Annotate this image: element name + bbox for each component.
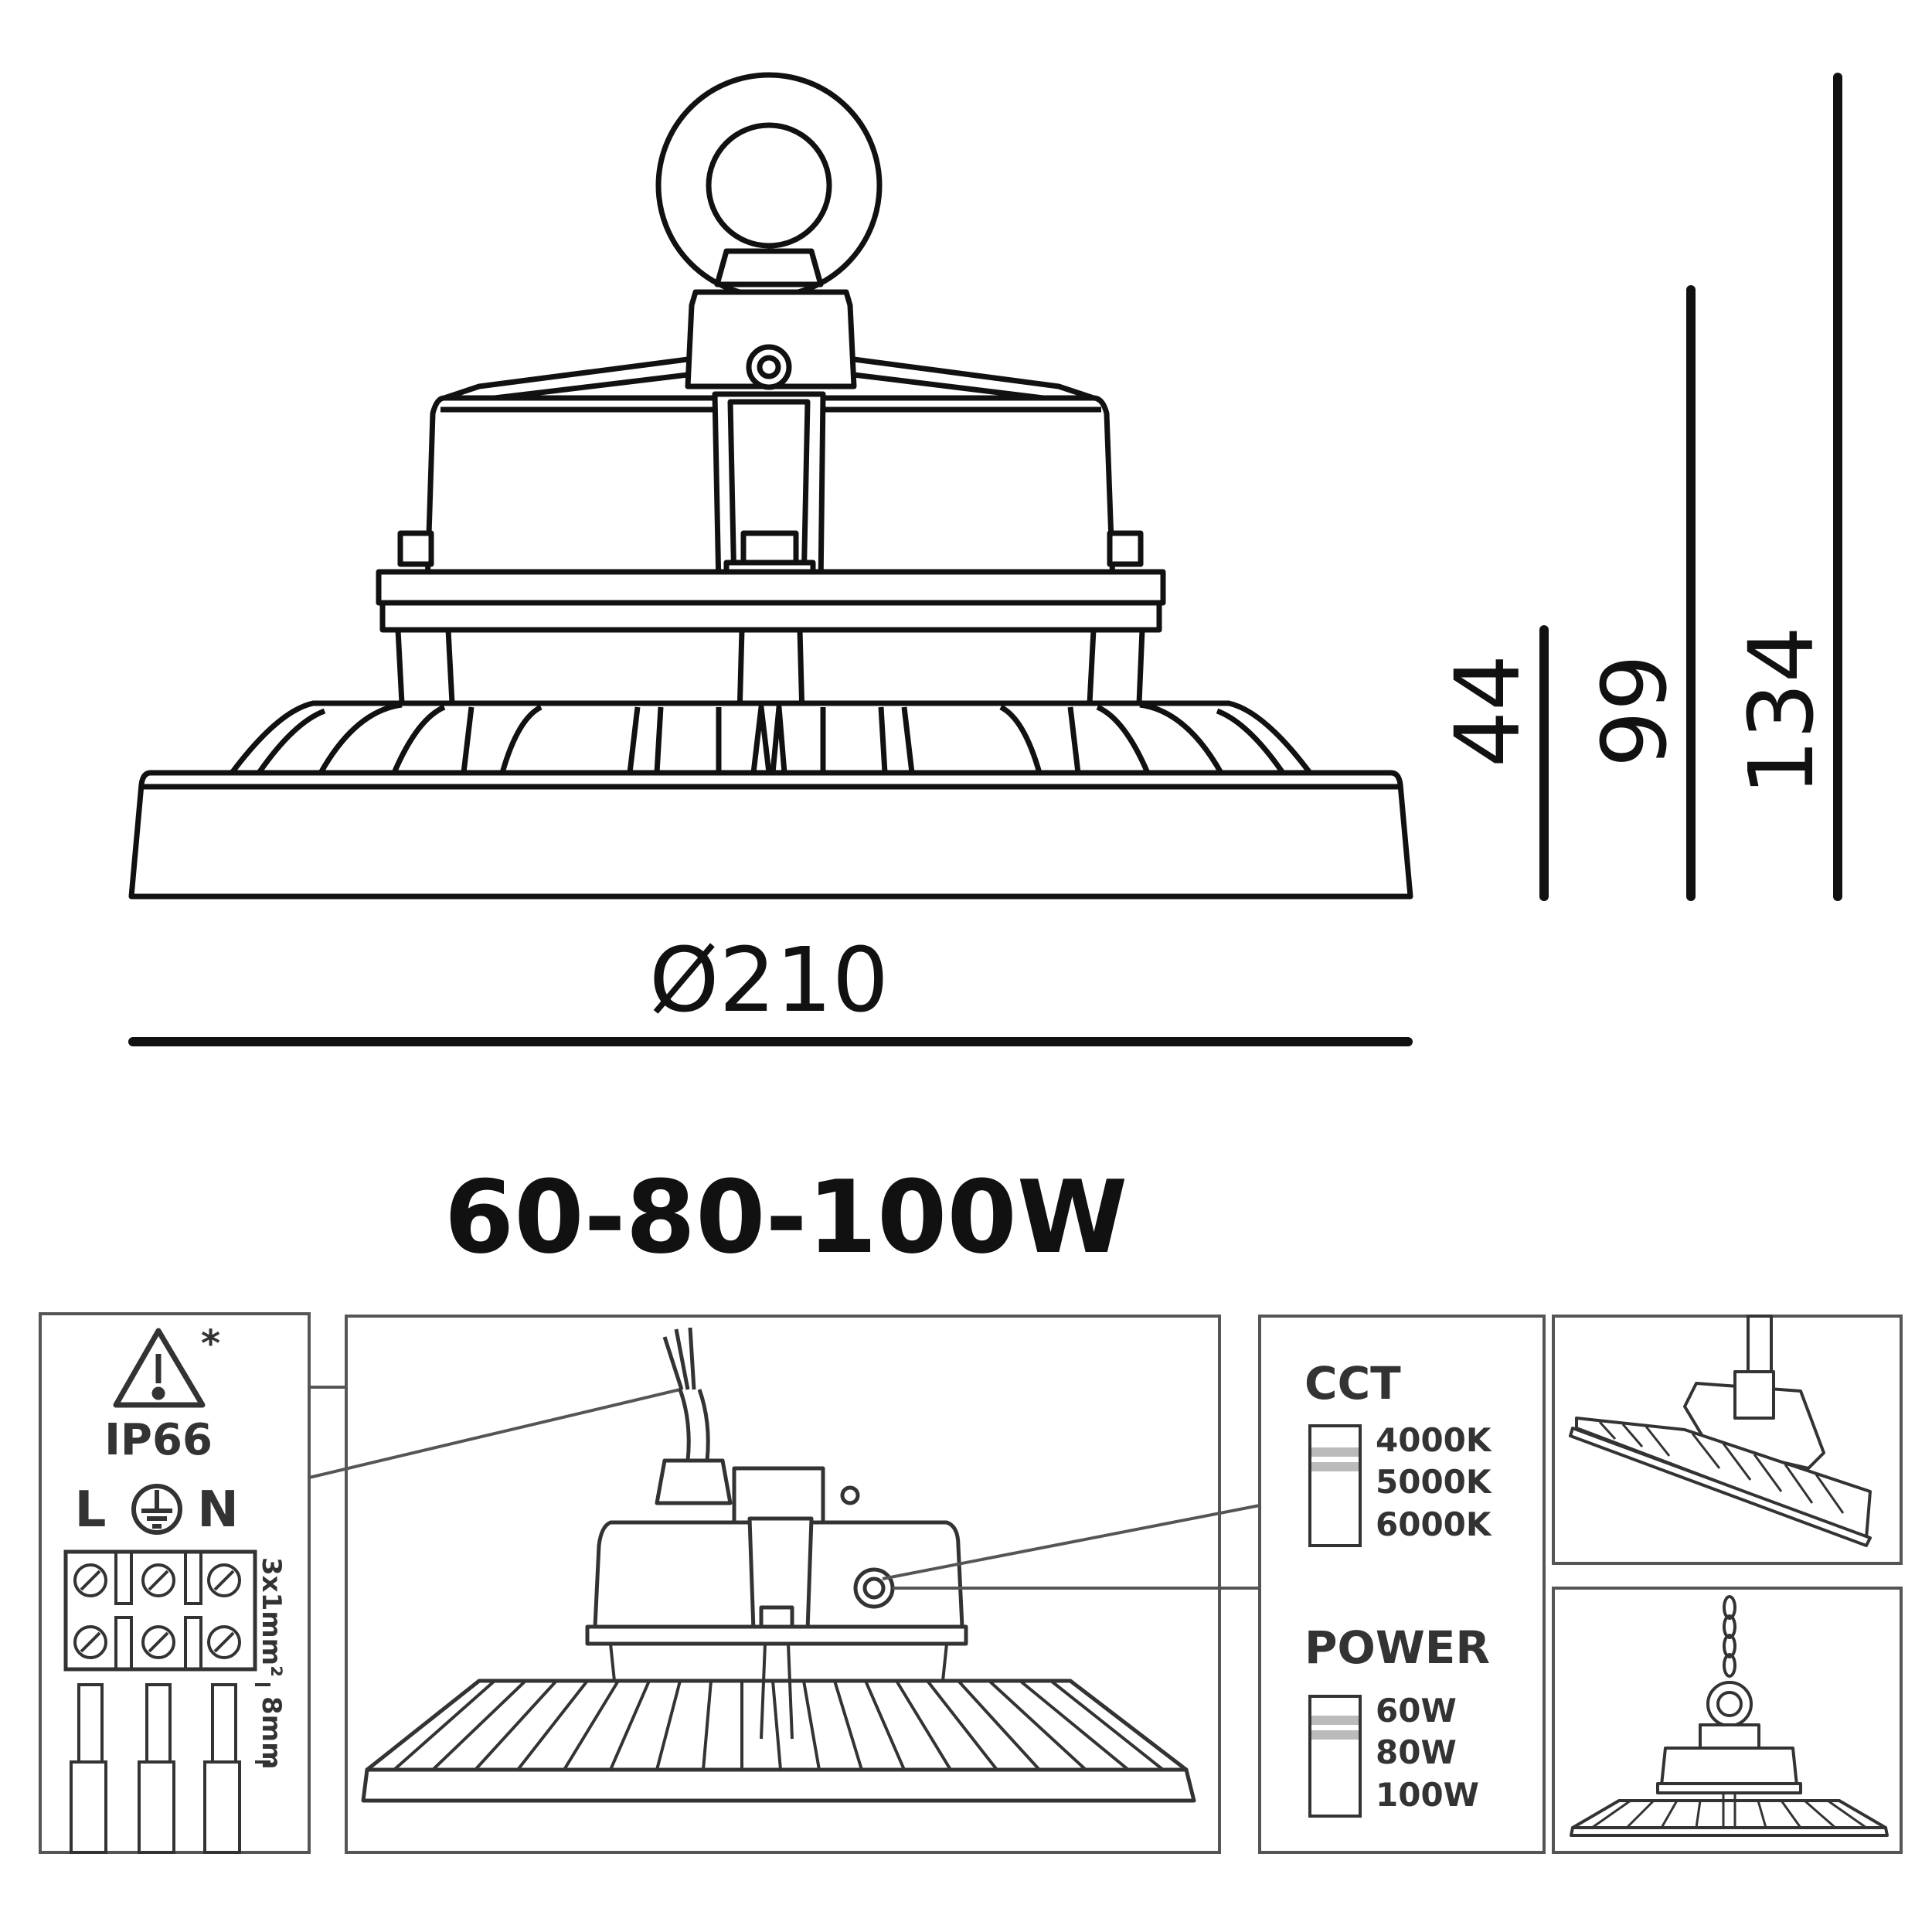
cable-spec: 3x1mm² [256, 1557, 287, 1677]
ground-icon [131, 1484, 182, 1535]
diameter-label: Ø210 [649, 929, 889, 1032]
warning-asterisk: * [201, 1322, 220, 1366]
height-44-label: 44 [1437, 655, 1540, 767]
cct-option-6000k: 6000K [1376, 1505, 1492, 1543]
power-option-100w: 100W [1376, 1776, 1479, 1814]
power-switch-icon [1308, 1695, 1362, 1818]
strip-length: 8mm [256, 1696, 287, 1770]
warning-triangle-icon [113, 1328, 206, 1408]
lamp-side-view [128, 72, 1413, 900]
height-99-label: 99 [1583, 655, 1687, 767]
terminal-n-label: N [197, 1481, 239, 1539]
lamp-3d-panel [345, 1315, 1221, 1854]
cct-label: CCT [1304, 1357, 1401, 1410]
screw-terminal-icon [73, 1563, 241, 1659]
power-label: POWER [1304, 1621, 1490, 1674]
wiring-panel: * IP66 L N 3x1mm² [39, 1312, 311, 1854]
hanging-ring-inner [706, 122, 832, 249]
diameter-dimension: Ø210 [128, 929, 1413, 1046]
cct-switch-icon [1308, 1424, 1362, 1547]
settings-panel: CCT 4000K 5000K 6000K POWER 60W 80W 100W [1258, 1315, 1546, 1854]
wattage-title: 60-80-100W [444, 1158, 1128, 1276]
power-option-60w: 60W [1376, 1692, 1457, 1730]
mounting-bracket-panel [1552, 1315, 1903, 1565]
mounting-chain-panel [1552, 1587, 1903, 1854]
dial-callout [882, 1504, 1260, 1590]
cct-option-4000k: 4000K [1376, 1421, 1492, 1459]
height-134-label: 134 [1730, 626, 1834, 796]
ip-rating: IP66 [104, 1415, 213, 1465]
height-dimensions [1539, 73, 1842, 901]
wiring-callout [308, 1314, 681, 1479]
terminal-l-label: L [75, 1481, 107, 1539]
power-option-80w: 80W [1376, 1733, 1457, 1771]
cct-option-5000k: 5000K [1376, 1463, 1492, 1501]
